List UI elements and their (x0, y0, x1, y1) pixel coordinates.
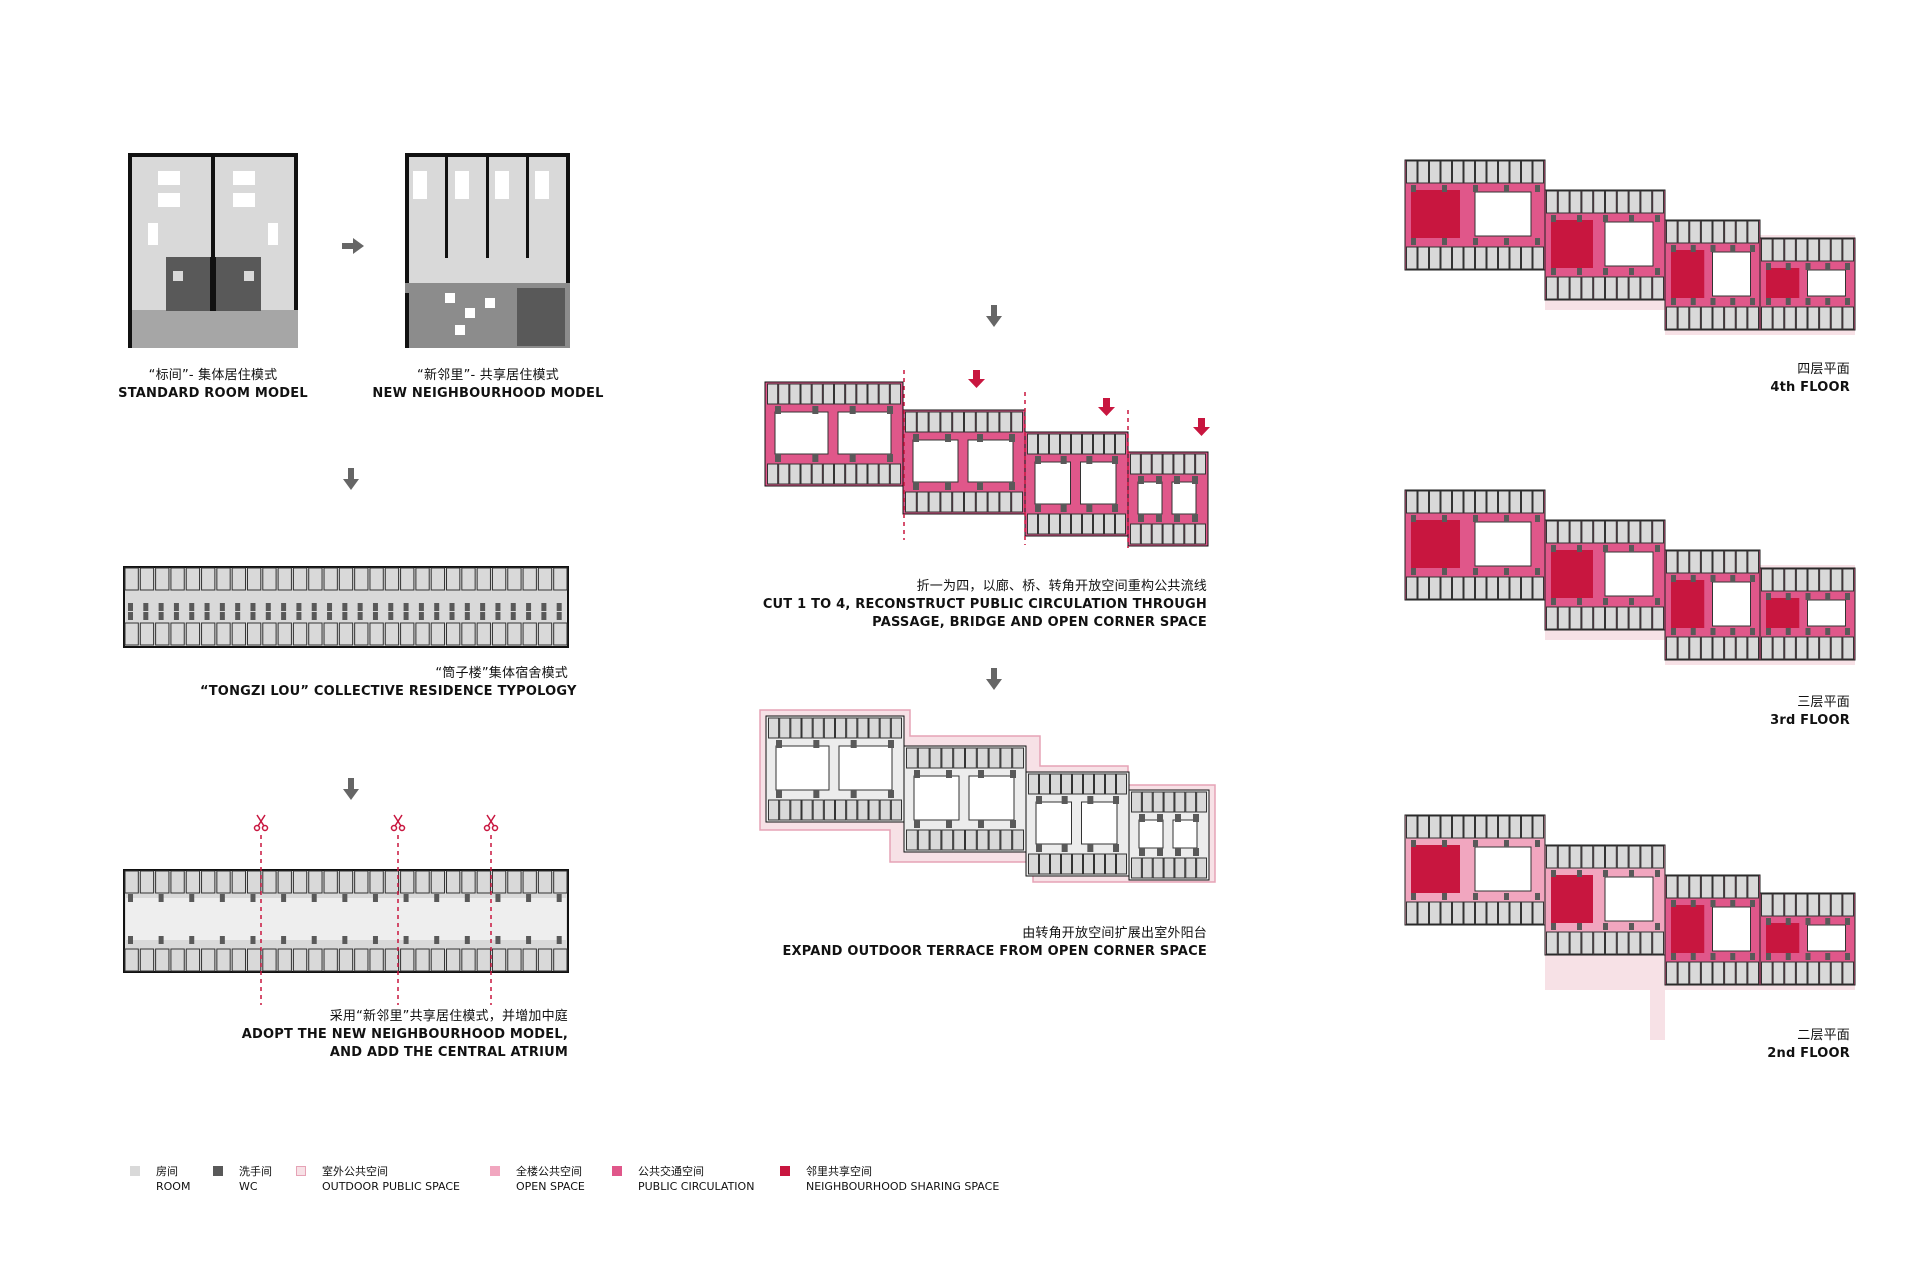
neighbourhood-caption-en: NEW NEIGHBOURHOOD MODEL (372, 386, 604, 401)
neighbourhood-caption-zh: “新邻里”- 共享居住模式 (417, 368, 559, 383)
floor-caption-2nd: 二层平面 2nd FLOOR (1690, 1027, 1850, 1063)
legend-label-en: NEIGHBOURHOOD SHARING SPACE (806, 1180, 1000, 1193)
cut-caption: 折一为四，以廊、桥、转角开放空间重构公共流线 CUT 1 TO 4, RECON… (750, 578, 1207, 632)
floor-caption-2nd-en: 2nd FLOOR (1767, 1046, 1850, 1061)
standard-room-caption-en: STANDARD ROOM MODEL (118, 386, 308, 401)
arrow-down-icon (343, 468, 359, 490)
adopt-caption: 采用“新邻里”共享居住模式，并增加中庭 ADOPT THE NEW NEIGHB… (200, 1008, 568, 1062)
floor-plan-4th (1404, 159, 1856, 335)
adopt-caption-en1: ADOPT THE NEW NEIGHBOURHOOD MODEL, (241, 1027, 568, 1042)
cut-lines (260, 835, 492, 1005)
tongzi-lou-plan (123, 566, 569, 648)
legend-label-en: OPEN SPACE (516, 1180, 585, 1193)
cut-caption-en1: CUT 1 TO 4, RECONSTRUCT PUBLIC CIRCULATI… (762, 597, 1207, 612)
legend-label-zh: 室外公共空间 (322, 1165, 388, 1178)
legend-label-en: OUTDOOR PUBLIC SPACE (322, 1180, 461, 1193)
arrow-right-icon (342, 238, 364, 254)
expand-caption: 由转角开放空间扩展出室外阳台 EXPAND OUTDOOR TERRACE FR… (750, 925, 1207, 961)
legend-swatch (130, 1166, 140, 1176)
floor-caption-4th: 四层平面 4th FLOOR (1690, 361, 1850, 397)
standard-room-caption: “标间”- 集体居住模式 STANDARD ROOM MODEL (108, 367, 318, 403)
legend-swatch (296, 1166, 306, 1176)
legend-label-zh: 房间 (156, 1165, 178, 1178)
tongzi-caption-zh: “筒子楼”集体宿舍模式 (435, 666, 568, 681)
cut-four-plan (764, 370, 1210, 548)
floor-caption-3rd: 三层平面 3rd FLOOR (1690, 694, 1850, 730)
floor-caption-2nd-zh: 二层平面 (1797, 1028, 1850, 1043)
legend-swatch (612, 1166, 622, 1176)
neighbourhood-caption: “新邻里”- 共享居住模式 NEW NEIGHBOURHOOD MODEL (370, 367, 606, 403)
floor-plan-3rd (1404, 489, 1856, 665)
standard-room-caption-zh: “标间”- 集体居住模式 (148, 368, 278, 383)
floor-caption-4th-zh: 四层平面 (1797, 362, 1850, 377)
arrow-down-icon (986, 305, 1002, 327)
legend-label-zh: 公共交通空间 (638, 1165, 704, 1178)
arrow-down-icon (343, 778, 359, 800)
tongzi-caption-en: “TONGZI LOU” COLLECTIVE RESIDENCE TYPOLO… (200, 684, 577, 699)
standard-room-plan (128, 153, 298, 348)
expand-caption-zh: 由转角开放空间扩展出室外阳台 (1022, 926, 1207, 941)
atrium-plan (123, 869, 569, 973)
legend-swatch (780, 1166, 790, 1176)
floor-caption-4th-en: 4th FLOOR (1770, 380, 1850, 395)
floor-plan-2nd (1404, 814, 1856, 1040)
neighbourhood-room-plan (405, 153, 570, 348)
cut-caption-zh: 折一为四，以廊、桥、转角开放空间重构公共流线 (916, 579, 1207, 594)
adopt-caption-en2: AND ADD THE CENTRAL ATRIUM (329, 1045, 568, 1060)
floor-caption-3rd-zh: 三层平面 (1797, 695, 1850, 710)
arrow-down-icon (986, 668, 1002, 690)
legend-label-zh: 邻里共享空间 (806, 1165, 872, 1178)
adopt-caption-zh: 采用“新邻里”共享居住模式，并增加中庭 (329, 1009, 568, 1024)
expand-caption-en: EXPAND OUTDOOR TERRACE FROM OPEN CORNER … (782, 944, 1207, 959)
legend-swatch (490, 1166, 500, 1176)
legend-label-zh: 洗手间 (239, 1165, 272, 1178)
legend-label-en: PUBLIC CIRCULATION (638, 1180, 755, 1193)
legend-swatch (213, 1166, 223, 1176)
scissor-icon (390, 814, 406, 832)
tongzi-caption: “筒子楼”集体宿舍模式 “TONGZI LOU” COLLECTIVE RESI… (200, 665, 577, 701)
terrace-plan (759, 709, 1216, 883)
scissor-icon (253, 814, 269, 832)
scissor-icon (483, 814, 499, 832)
legend-label-zh: 全楼公共空间 (516, 1165, 582, 1178)
legend-label-en: ROOM (156, 1180, 191, 1193)
legend-label-en: WC (239, 1180, 258, 1193)
cut-caption-en2: PASSAGE, BRIDGE AND OPEN CORNER SPACE (872, 615, 1207, 630)
floor-caption-3rd-en: 3rd FLOOR (1770, 713, 1850, 728)
